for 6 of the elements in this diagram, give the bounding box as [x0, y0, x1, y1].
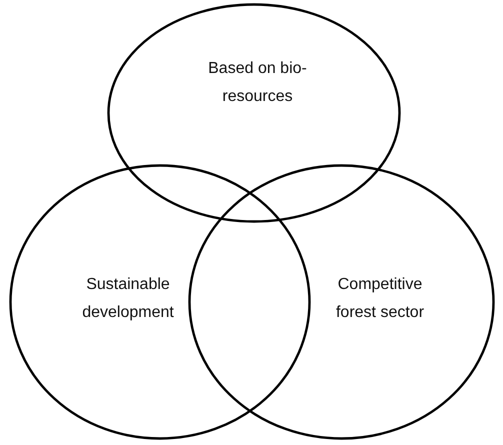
- circle-label: Competitive forest sector: [334, 275, 426, 323]
- circle-label: Based on bio-resources: [207, 59, 308, 107]
- venn-circle: [9, 164, 311, 440]
- venn-circle: [107, 3, 401, 223]
- venn-circle: [188, 164, 495, 440]
- circle-label: Sustainable development: [81, 275, 175, 323]
